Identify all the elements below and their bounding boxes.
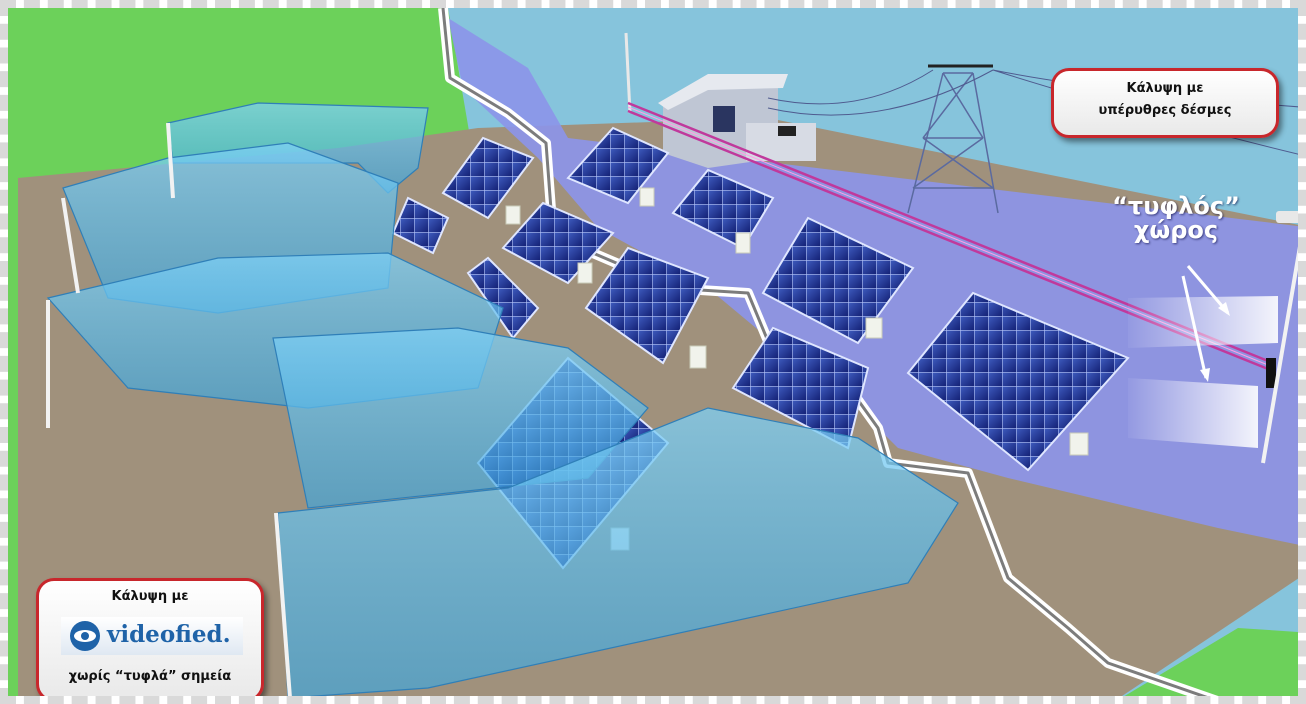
camera-pole	[1261, 246, 1298, 464]
videofied-coverage-callout: Κάλυψη με videofied. χωρίς “τυφλά” σημεί…	[36, 578, 264, 696]
camera-coverage-zones	[46, 102, 959, 696]
infrared-callout-line2: υπέρυθρες δέσμες	[1098, 103, 1232, 118]
infrared-callout-line1: Κάλυψη με	[1126, 81, 1204, 96]
videofied-callout-line1: Κάλυψη με	[111, 589, 189, 604]
lamp-post	[624, 32, 632, 114]
videofied-callout-line3: χωρίς “τυφλά” σημεία	[68, 669, 232, 684]
guard-building	[658, 74, 816, 168]
blind-spot-line1: “τυφλός”	[1112, 192, 1240, 220]
blind-spot-band-1	[1128, 296, 1278, 348]
blind-spot-arrow-1	[1186, 265, 1230, 314]
blind-spot-arrow-2	[1181, 275, 1208, 379]
blind-spot-line2: χώρος	[1133, 216, 1219, 244]
power-pylon	[767, 64, 1298, 214]
infrared-coverage-callout: Κάλυψη με υπέρυθρες δέσμες	[1051, 68, 1279, 138]
videofied-logo-text: videofied.	[107, 621, 231, 648]
left-camera-poles	[46, 122, 292, 696]
camera-icon	[1276, 211, 1298, 223]
blind-spot-band-2	[1128, 378, 1258, 448]
blind-spot-label: “τυφλός” χώρος	[1106, 194, 1246, 242]
eye-logo-icon	[70, 621, 100, 651]
videofied-logo: videofied.	[61, 617, 243, 655]
